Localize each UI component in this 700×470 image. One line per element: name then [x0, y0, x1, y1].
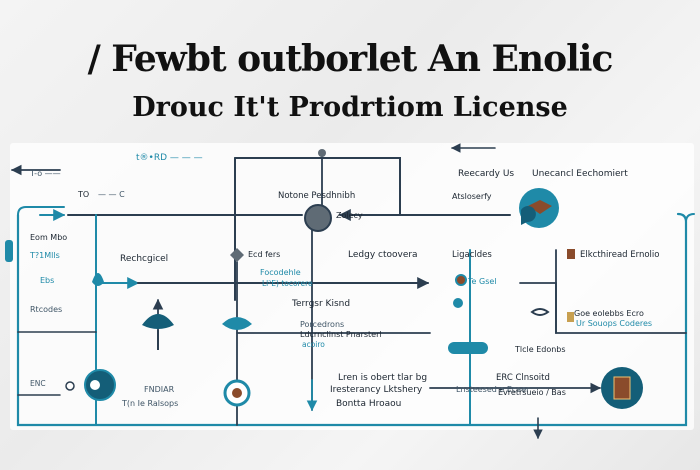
top-bus-line — [234, 157, 401, 216]
title-line-2: Drouc It't Prodrtiom License — [132, 92, 568, 123]
label-left-d: Rtcodes — [30, 305, 62, 314]
right-top-return — [685, 213, 695, 223]
label-right-a: Ligacldes — [452, 250, 492, 260]
label-bottom-left-a: ENC — [30, 379, 46, 388]
label-center-lower: Terrgsr Kisnd — [291, 299, 350, 309]
chat-icon — [521, 206, 536, 225]
label-bottom-right-b: Lnsteesed e Ecaer — [456, 385, 530, 394]
label-right-b: Te Gsel — [467, 277, 497, 286]
label-bottom-mid-a: FNDIAR — [144, 385, 175, 394]
flask-icon — [5, 240, 13, 262]
label-mid-top: Ledgy ctoovera — [348, 250, 418, 260]
label-right-list-c: Tlcle Edonbs — [514, 345, 566, 354]
bird-icon — [92, 273, 104, 286]
label-center-list-a: Porcedrons — [300, 320, 344, 329]
key-icon — [448, 342, 488, 354]
tag-small-icon — [567, 312, 574, 322]
gear-icon — [304, 204, 332, 232]
label-right-list-a: Goe eolebbs Ecro — [574, 309, 644, 318]
book-icon-inner — [528, 200, 552, 214]
label-bottom-center-a: Lren is obert tlar bg — [338, 373, 427, 383]
label-bottom-center-c: Bontta Hroaou — [336, 399, 401, 409]
label-top-left-b: T-o —— — [29, 169, 61, 178]
label-center-list-c: acoiro — [302, 340, 325, 349]
label-top-right-c: Atsloserfy — [452, 192, 492, 201]
connector-lines — [10, 143, 695, 439]
label-mid-c: Ll²E) tocorere — [262, 279, 313, 288]
label-mid-a: Ecd fers — [248, 250, 280, 259]
eye-small-icon — [65, 381, 75, 391]
outer-loop-line — [16, 212, 688, 427]
top-frame-line — [17, 206, 65, 216]
label-right-list-b: Ur Souops Coderes — [576, 319, 652, 328]
cup-icon — [222, 317, 252, 330]
scroll-small-icon — [530, 308, 550, 316]
box-icon-inner — [613, 376, 631, 400]
label-bottom-right-c: Evretrsueio / Bas — [498, 388, 566, 397]
small-teal-dot — [453, 298, 463, 308]
label-left-a: Eom Mbo — [30, 233, 67, 242]
icon-nodes — [5, 149, 643, 409]
person-icon-head — [90, 380, 100, 390]
lamp-icon — [142, 314, 174, 329]
label-center-title: Notone Pesdhnibh — [278, 191, 355, 201]
label-top-right-a: Reecardy Us — [458, 169, 514, 179]
label-left-c: Ebs — [40, 276, 54, 285]
label-top-left-d: — — C — [98, 190, 125, 199]
label-bottom-center-b: Iresterancy Lktshery — [330, 385, 423, 395]
label-center-sub: Zolecy — [336, 211, 363, 220]
title-line-1: / Fewbt outborlet An Enolic — [87, 38, 614, 80]
diamond-icon — [230, 248, 244, 262]
labels: t®•RD — — — T-o —— TO — — C Notone Pesdh… — [29, 153, 659, 409]
diagram-board — [10, 143, 694, 430]
label-mid-b: Focodehle — [260, 268, 301, 277]
label-bottom-right-a: ERC Clnsoitd — [496, 373, 550, 383]
label-top-left-a: t®•RD — — — — [136, 153, 203, 163]
hub-dot-icon — [318, 149, 326, 157]
label-mid-left: Rechcgicel — [120, 254, 168, 264]
label-left-b: T?1Mlls — [29, 251, 60, 260]
label-bottom-left-b: T(n Ie Ralsops — [121, 399, 178, 408]
doc-small-icon — [567, 249, 575, 259]
label-right-c: Elkcthiread Ernolio — [580, 250, 659, 260]
scroll-icon-core — [232, 388, 242, 398]
small-pin-icon — [455, 274, 467, 286]
label-top-right-b: Unecancl Eechomiert — [532, 169, 628, 179]
label-top-left-c: TO — [77, 190, 89, 199]
label-center-list-b: Ldcrnclinst Pnarsterl — [300, 330, 382, 339]
